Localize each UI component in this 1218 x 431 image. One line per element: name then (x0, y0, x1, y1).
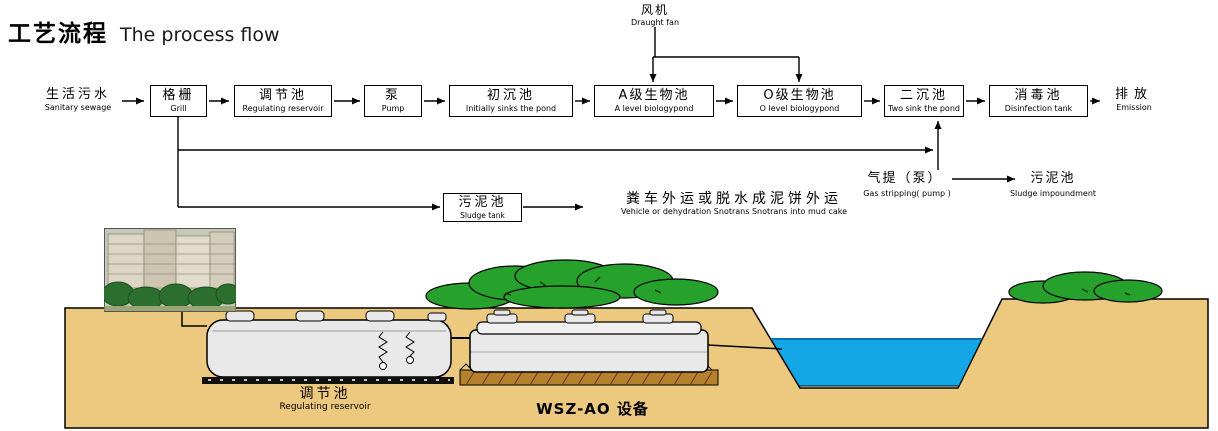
site-label-cn: 调节池 (299, 386, 351, 402)
node-label-cn: 格栅 (162, 88, 195, 103)
node-label-en: Pump (381, 104, 405, 113)
node-label-cn: 调节池 (258, 88, 307, 103)
page-title: 工艺流程 The process flow (8, 14, 280, 48)
sludge-disposal-label: 粪车外运或脱水成泥饼外运 Vehicle or dehydration Snot… (588, 191, 880, 217)
fan-label-en: Draught fan (630, 18, 680, 27)
bushes-right (1008, 271, 1163, 304)
impoundment-label-en: Sludge impoundment (1009, 189, 1097, 198)
flow-node-pump: 泵 Pump (364, 85, 422, 117)
flow-node-secondary-sedimentation: 二沉池 Two sink the pond (884, 85, 964, 117)
flow-node-sewage: 生活污水 Sanitary sewage (36, 87, 120, 113)
node-label-cn: 泵 (384, 88, 401, 103)
wsz-ao-equipment-label: WSZ-AO 设备 (510, 398, 675, 419)
regulating-tank (202, 310, 454, 384)
draught-fan-label: 风机 Draught fan (612, 2, 698, 28)
node-label-en: Sludge tank (460, 210, 505, 220)
sludge-impoundment-label-en-wrap: Sludge impoundment (1000, 189, 1106, 199)
gas-lift-label-en: Gas stripping( pump ) (863, 189, 951, 198)
flow-node-grill: 格栅 Grill (150, 85, 207, 117)
node-label-cn: A级生物池 (618, 88, 690, 103)
gas-lift-label-cn: 气提（泵） (867, 171, 943, 186)
node-label-cn: 二沉池 (899, 88, 948, 103)
gas-lift-label: 气提（泵） (866, 171, 944, 187)
node-label-en: O level biologypond (759, 104, 840, 113)
sludge-impoundment-label: 污泥池 (1020, 171, 1086, 187)
flow-node-regulating-reservoir: 调节池 Regulating reservoir (234, 85, 332, 117)
node-label-cn: 消毒池 (1014, 88, 1063, 103)
flow-node-disinfection-tank: 消毒池 Disinfection tank (989, 85, 1088, 117)
node-label-en: Two sink the pond (888, 104, 960, 113)
flow-node-o-biology-pond: O级生物池 O level biologypond (737, 85, 862, 117)
fan-label-cn: 风机 (640, 3, 669, 17)
wsz-ao-equipment (459, 309, 783, 386)
disposal-label-cn: 粪车外运或脱水成泥饼外运 (626, 191, 842, 207)
node-label-cn: 生活污水 (45, 87, 110, 102)
node-label-en: Sanitary sewage (44, 103, 112, 112)
node-label-en: Grill (170, 104, 187, 113)
node-label-cn: 初沉池 (486, 88, 535, 103)
bushes-left (425, 259, 719, 310)
level-indicators (378, 331, 415, 370)
node-label-en: A level biologypond (614, 104, 694, 113)
site-label-en: Regulating reservoir (279, 402, 371, 412)
node-label-cn: 污泥池 (458, 194, 507, 210)
node-label-cn: 排放 (1114, 87, 1153, 102)
equipment-label: WSZ-AO 设备 (536, 400, 649, 418)
flow-node-emission: 排放 Emission (1103, 87, 1165, 113)
node-label-en: Emission (1116, 103, 1152, 112)
gas-lift-label-en-wrap: Gas stripping( pump ) (853, 189, 961, 199)
node-label-en: Regulating reservoir (242, 104, 324, 113)
regulating-reservoir-site-label: 调节池 Regulating reservoir (255, 386, 395, 412)
flow-node-primary-sedimentation: 初沉池 Initially sinks the pond (449, 85, 573, 117)
bush-texture (504, 276, 1131, 296)
disposal-label-en: Vehicle or dehydration Snotrans Snotrans… (620, 207, 848, 216)
flow-node-a-biology-pond: A级生物池 A level biologypond (594, 85, 714, 117)
impoundment-label-cn: 污泥池 (1030, 171, 1076, 186)
node-label-cn: O级生物池 (763, 88, 836, 103)
sludge-tank-box: 污泥池 Sludge tank (443, 193, 522, 222)
node-label-en: Initially sinks the pond (465, 104, 557, 113)
title-chinese: 工艺流程 (8, 21, 108, 47)
node-label-en: Disinfection tank (1004, 104, 1073, 113)
site-photo-image (101, 228, 241, 312)
site-photo (101, 228, 241, 316)
water-pool (770, 338, 983, 387)
title-english: The process flow (120, 24, 280, 46)
